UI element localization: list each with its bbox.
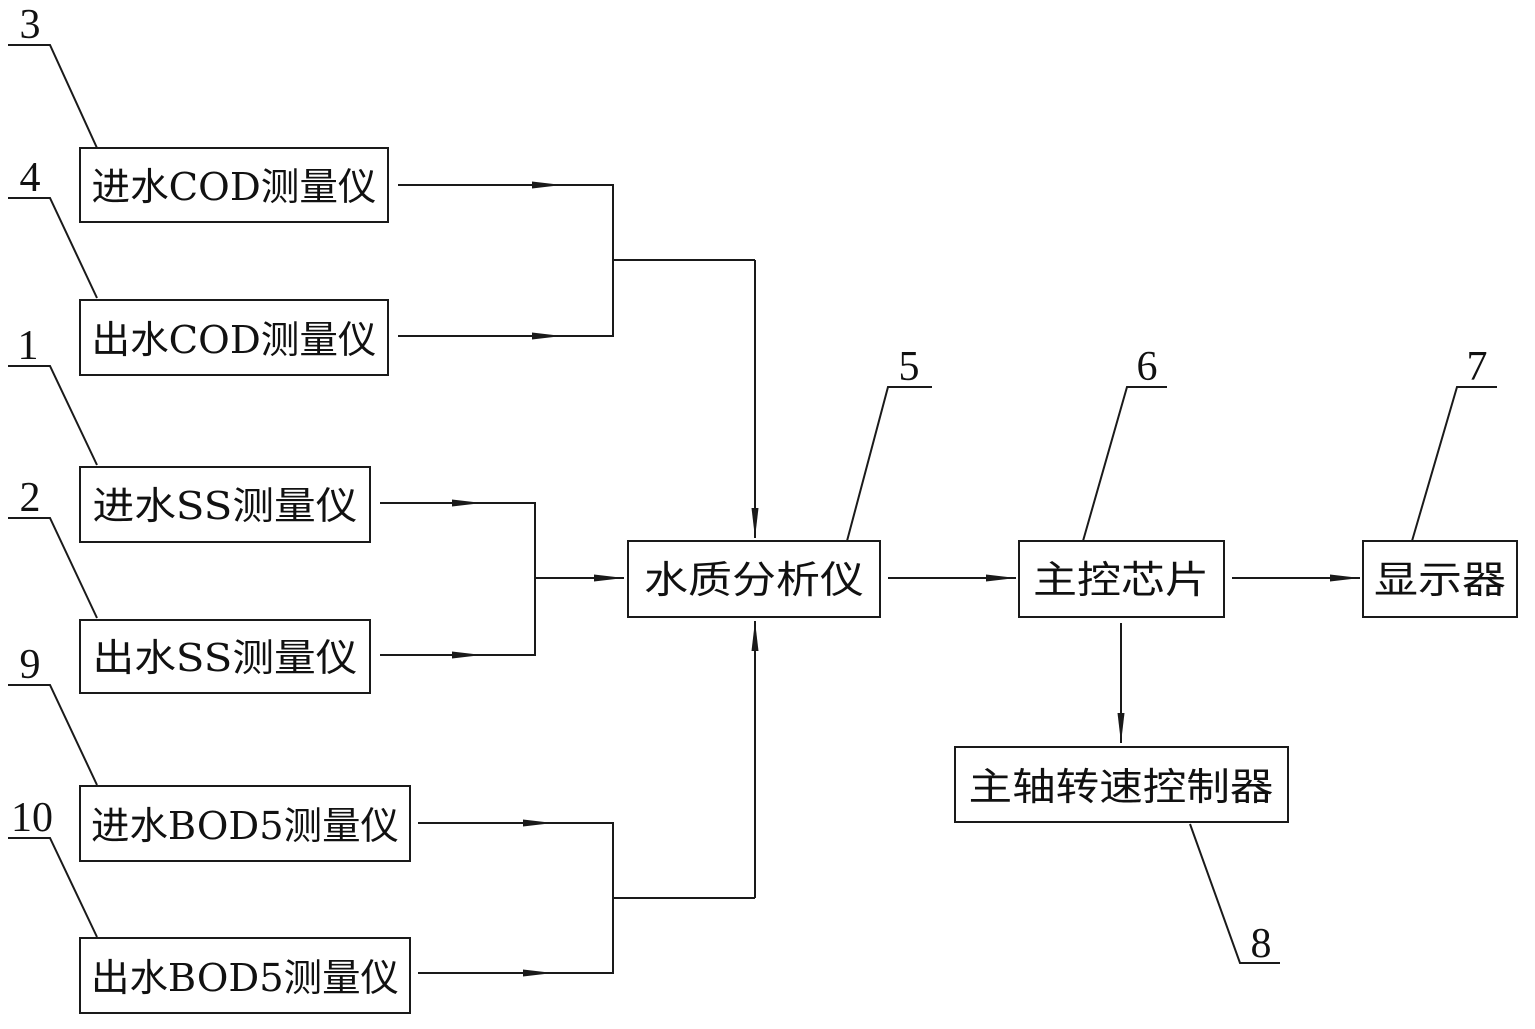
label-10: 10 bbox=[8, 795, 98, 938]
box-in-cod-text: 进水COD测量仪 bbox=[92, 165, 377, 209]
box-out-ss: 出水SS测量仪 bbox=[79, 619, 371, 694]
label-6-text: 6 bbox=[1137, 344, 1158, 390]
label-9: 9 bbox=[8, 642, 98, 786]
box-in-ss-text: 进水SS测量仪 bbox=[93, 484, 358, 528]
cod-bracket-wire bbox=[398, 184, 614, 337]
box-out-cod: 出水COD测量仪 bbox=[79, 299, 389, 376]
label-7-text: 7 bbox=[1467, 344, 1488, 390]
label-3-text: 3 bbox=[20, 2, 41, 48]
box-analyzer-text: 水质分析仪 bbox=[644, 558, 864, 602]
label-1-text: 1 bbox=[18, 323, 39, 369]
label-8-text: 8 bbox=[1251, 921, 1272, 967]
label-2: 2 bbox=[8, 475, 98, 619]
label-6: 6 bbox=[1082, 344, 1167, 542]
box-out-ss-text: 出水SS测量仪 bbox=[93, 636, 358, 680]
box-spindle-controller: 主轴转速控制器 bbox=[954, 746, 1289, 823]
box-in-bod5-text: 进水BOD5测量仪 bbox=[91, 804, 399, 848]
box-spindle-controller-text: 主轴转速控制器 bbox=[969, 765, 1274, 809]
label-5: 5 bbox=[846, 344, 932, 542]
box-main-chip: 主控芯片 bbox=[1018, 540, 1225, 618]
box-in-bod5: 进水BOD5测量仪 bbox=[79, 785, 411, 862]
label-2-text: 2 bbox=[20, 475, 41, 521]
label-3: 3 bbox=[8, 2, 98, 149]
box-analyzer: 水质分析仪 bbox=[627, 540, 881, 618]
box-main-chip-text: 主控芯片 bbox=[1033, 558, 1209, 602]
box-out-cod-text: 出水COD测量仪 bbox=[92, 318, 377, 362]
box-out-bod5-text: 出水BOD5测量仪 bbox=[91, 956, 399, 1000]
ss-bracket-wire bbox=[380, 502, 536, 656]
box-display-text: 显示器 bbox=[1374, 558, 1506, 602]
label-10-text: 10 bbox=[11, 795, 53, 841]
box-display: 显示器 bbox=[1362, 540, 1518, 618]
label-5-text: 5 bbox=[899, 344, 920, 390]
label-8: 8 bbox=[1189, 823, 1280, 967]
label-4: 4 bbox=[8, 155, 98, 299]
label-1: 1 bbox=[8, 323, 98, 466]
box-out-bod5: 出水BOD5测量仪 bbox=[79, 937, 411, 1014]
label-7: 7 bbox=[1411, 344, 1497, 542]
bod5-bracket-wire bbox=[418, 822, 614, 974]
box-in-ss: 进水SS测量仪 bbox=[79, 466, 371, 543]
box-in-cod: 进水COD测量仪 bbox=[79, 147, 389, 223]
label-4-text: 4 bbox=[20, 155, 41, 201]
label-9-text: 9 bbox=[20, 642, 41, 688]
